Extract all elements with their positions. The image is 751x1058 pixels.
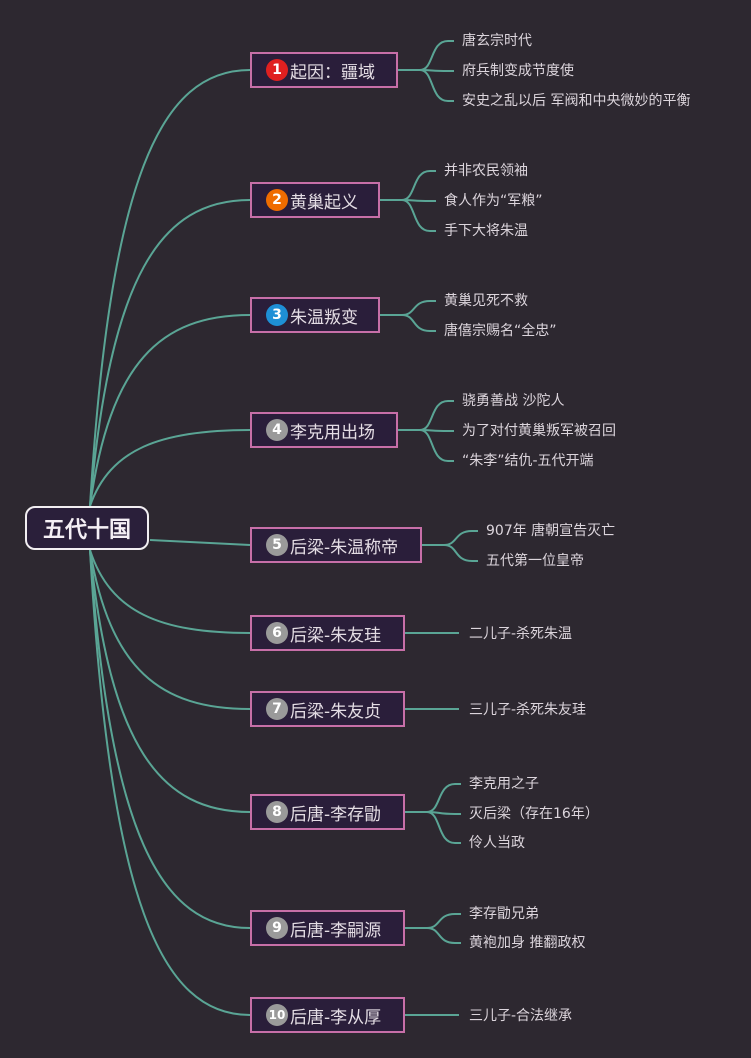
branch-connector	[89, 69, 251, 507]
leaf-connector	[443, 544, 478, 562]
number-badge: 7	[266, 698, 288, 720]
leaf-connector	[426, 811, 461, 844]
leaf-topic[interactable]: 黄袍加身 推翻政权	[469, 935, 586, 951]
leaf-connector	[443, 530, 478, 546]
number-badge: 8	[266, 801, 288, 823]
leaf-topic[interactable]: 为了对付黄巢叛军被召回	[462, 423, 616, 439]
leaf-topic[interactable]: 李存勖兄弟	[469, 906, 539, 922]
leaf-topic[interactable]: 手下大将朱温	[444, 223, 528, 239]
leaf-topic[interactable]: 黄巢见死不救	[444, 293, 528, 309]
branch-topic-label: 黄巢起义	[290, 192, 358, 213]
branch-connector	[89, 549, 251, 813]
leaf-connector	[426, 913, 461, 929]
leaf-topic[interactable]: 食人作为“军粮”	[444, 193, 543, 209]
root-topic[interactable]: 五代十国	[25, 506, 149, 550]
leaf-topic[interactable]: 二儿子-杀死朱温	[469, 626, 573, 642]
branch-connector	[89, 549, 251, 634]
leaf-topic[interactable]: 五代第一位皇帝	[486, 553, 584, 569]
leaf-connector	[419, 40, 454, 71]
number-badge: 10	[266, 1004, 288, 1026]
leaf-connector	[401, 314, 436, 332]
leaf-topic[interactable]: 府兵制变成节度使	[462, 63, 574, 79]
number-badge: 1	[266, 59, 288, 81]
number-badge: 9	[266, 917, 288, 939]
leaf-topic[interactable]: 伶人当政	[469, 835, 525, 851]
leaf-topic[interactable]: 骁勇善战 沙陀人	[462, 393, 565, 409]
root-topic-label: 五代十国	[42, 518, 131, 543]
number-badge: 5	[266, 534, 288, 556]
leaf-topic[interactable]: 三儿子-杀死朱友珪	[469, 702, 587, 718]
branch-topic-label: 后梁-朱温称帝	[290, 537, 399, 558]
number-badge: 3	[266, 304, 288, 326]
leaf-topic[interactable]: 并非农民领袖	[444, 163, 528, 179]
branch-connector	[89, 429, 251, 507]
branch-connector	[89, 549, 251, 710]
branch-connector	[89, 199, 251, 507]
leaf-connector	[401, 199, 436, 232]
leaf-connector	[419, 69, 454, 102]
branch-topic-label: 李克用出场	[290, 422, 375, 443]
leaf-connector	[426, 783, 461, 813]
leaf-connector	[401, 170, 436, 201]
branch-topic-label: 后梁-朱友珪	[290, 625, 382, 646]
leaf-connector	[419, 429, 454, 462]
leaf-topic[interactable]: 安史之乱以后 军阀和中央微妙的平衡	[462, 93, 691, 109]
branch-topic-label: 朱温叛变	[290, 307, 358, 328]
leaf-connector	[419, 400, 454, 431]
branch-connector	[89, 549, 251, 1016]
leaf-connector	[426, 927, 461, 944]
branch-topic-label: 后梁-朱友贞	[290, 701, 382, 722]
number-badge: 6	[266, 622, 288, 644]
number-badge: 2	[266, 189, 288, 211]
branch-topic-label: 后唐-李从厚	[290, 1007, 382, 1028]
leaf-topic[interactable]: 李克用之子	[469, 776, 539, 792]
branch-connector	[89, 314, 251, 507]
leaf-connector	[401, 300, 436, 316]
leaf-topic[interactable]: 灭后梁（存在16年）	[469, 806, 599, 822]
branch-topic-label: 后唐-李存勖	[290, 804, 382, 825]
leaf-topic[interactable]: 唐僖宗赐名“全忠”	[444, 323, 557, 339]
branch-topic-label: 后唐-李嗣源	[290, 920, 382, 941]
branch-connector	[89, 549, 251, 929]
leaf-topic[interactable]: “朱李”结仇-五代开端	[462, 453, 594, 469]
branch-connector	[149, 539, 251, 546]
leaf-topic[interactable]: 三儿子-合法继承	[469, 1008, 573, 1024]
leaf-topic[interactable]: 唐玄宗时代	[462, 33, 532, 49]
branch-topic-label: 起因：疆域	[290, 62, 375, 83]
leaf-topic[interactable]: 907年 唐朝宣告灭亡	[486, 523, 616, 539]
number-badge: 4	[266, 419, 288, 441]
